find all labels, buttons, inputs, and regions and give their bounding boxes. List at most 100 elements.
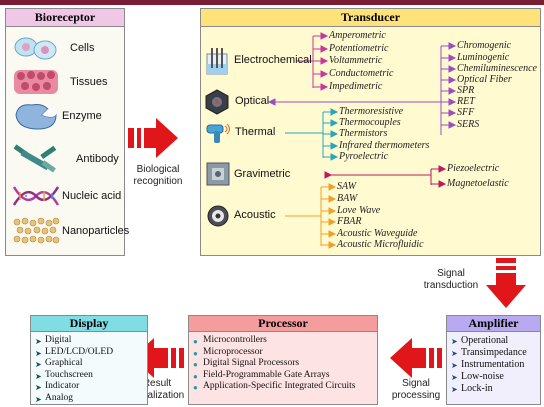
- list-item: ●Microprocessor: [193, 346, 263, 358]
- electrochemical-cell-icon: [206, 48, 228, 75]
- bullet-arrow-icon: ➤: [451, 349, 458, 358]
- list-item: ➤Analog: [35, 392, 73, 404]
- antibody-icon: [13, 144, 57, 173]
- method-thermocouples: Thermocouples: [339, 117, 401, 128]
- method-baw: BAW: [337, 193, 358, 204]
- bullet-circle-icon: ●: [193, 348, 198, 358]
- method-chemiluminescence: Chemiluminescence: [457, 63, 537, 74]
- bioreceptor-item-enzyme: Enzyme: [6, 99, 126, 133]
- category-optical: Optical: [235, 95, 270, 107]
- optical-sensor-icon: [205, 89, 229, 115]
- list-item: ●Microcontrollers: [193, 335, 267, 346]
- bullet-arrow-icon: ➤: [35, 348, 42, 358]
- method-love-wave: Love Wave: [337, 205, 381, 216]
- top-accent-bar: [0, 0, 544, 5]
- category-thermal: Thermal: [235, 126, 276, 138]
- list-item: ➤LED/LCD/OLED: [35, 346, 114, 358]
- bioreceptor-item-nucleic-acid: Nucleic acid: [6, 179, 126, 213]
- bullet-circle-icon: ●: [193, 337, 198, 346]
- method-acoustic-microfluidic: Acoustic Microfluidic: [337, 239, 424, 250]
- bullet-circle-icon: ●: [193, 371, 198, 381]
- list-item: ➤Touchscreen: [35, 369, 93, 381]
- method-chromogenic: Chromogenic: [457, 40, 512, 51]
- acoustic-sensor-icon: [207, 205, 229, 227]
- method-sers: SERS: [457, 119, 480, 130]
- method-spr: SPR: [457, 85, 475, 96]
- nanoparticles-icon: [13, 217, 60, 244]
- list-item: ●Field-Programmable Gate Arrays: [193, 369, 330, 381]
- processor-list: ●Microcontrollers ●Microprocessor ●Digit…: [193, 335, 355, 393]
- method-ret: RET: [457, 96, 475, 107]
- list-item: ➤Indicator: [35, 381, 80, 392]
- list-item: ●Digital Signal Processors: [193, 358, 300, 369]
- bullet-circle-icon: ●: [193, 383, 198, 392]
- signal-processing-arrow: [390, 338, 442, 378]
- thermometer-gun-icon: [206, 123, 230, 143]
- bioreceptor-label: Tissues: [70, 76, 108, 88]
- list-item: ➤Operational: [451, 335, 509, 346]
- bioreceptor-item-cells: Cells: [6, 31, 126, 65]
- bullet-arrow-icon: ➤: [35, 337, 42, 346]
- bullet-arrow-icon: ➤: [451, 361, 458, 370]
- tissues-icon: [14, 70, 58, 94]
- method-pyroelectric: Pyroelectric: [339, 151, 389, 162]
- processor-title: Processor: [189, 316, 377, 332]
- method-saw: SAW: [337, 181, 357, 192]
- list-item: ➤Lock-in: [451, 383, 493, 394]
- method-amperometric: Amperometric: [329, 30, 386, 41]
- bullet-arrow-icon: ➤: [35, 394, 42, 404]
- signal-transduction-arrow: [486, 258, 526, 308]
- method-piezoelectric: Piezoelectric: [447, 163, 500, 174]
- amplifier-list: ➤Operational ➤Transimpedance ➤Instrument…: [451, 335, 527, 395]
- bioreceptor-label: Enzyme: [62, 110, 102, 122]
- method-potentiometric: Potentiometric: [329, 43, 389, 54]
- category-acoustic: Acoustic: [234, 209, 276, 221]
- biological-recognition-arrow: [128, 118, 178, 158]
- method-magnetoelastic: Magnetoelastic: [447, 178, 509, 189]
- transducer-panel: Transducer: [200, 8, 541, 256]
- list-item: ➤Low-noise: [451, 371, 504, 382]
- list-item: ➤Transimpedance: [451, 347, 527, 358]
- method-fbar: FBAR: [337, 216, 362, 227]
- signal-transduction-label: Signal transduction: [423, 268, 479, 291]
- bioreceptor-item-tissues: Tissues: [6, 65, 126, 99]
- method-optical-fiber: Optical Fiber: [457, 74, 512, 85]
- bioreceptor-item-nanoparticles: Nanoparticles: [6, 214, 129, 248]
- bioreceptor-panel: Bioreceptor Cells Tissues Enzyme: [5, 8, 129, 256]
- amplifier-title: Amplifier: [447, 316, 540, 332]
- method-voltammetric: Voltammetric: [329, 55, 383, 66]
- result-visualization-label: Result visualization: [129, 378, 185, 401]
- biological-recognition-label: Biological recognition: [133, 164, 183, 187]
- bullet-arrow-icon: ➤: [451, 373, 458, 382]
- list-item: ➤Instrumentation: [451, 359, 525, 370]
- category-gravimetric: Gravimetric: [234, 168, 291, 180]
- bioreceptor-label: Antibody: [76, 153, 119, 165]
- bioreceptor-label: Nucleic acid: [62, 190, 122, 202]
- display-panel: Display ➤Digital ➤LED/LCD/OLED ➤Graphica…: [30, 315, 148, 405]
- category-electrochemical: Electrochemical: [234, 54, 312, 66]
- transducer-title: Transducer: [201, 9, 540, 27]
- method-thermoresistive: Thermoresistive: [339, 106, 404, 117]
- display-list: ➤Digital ➤LED/LCD/OLED ➤Graphical ➤Touch…: [35, 335, 113, 404]
- method-sff: SFF: [457, 107, 475, 118]
- method-thermistors: Thermistors: [339, 128, 388, 139]
- method-impedimetric: Impedimetric: [329, 81, 383, 92]
- bioreceptor-label: Cells: [70, 42, 95, 54]
- bullet-arrow-icon: ➤: [35, 360, 42, 369]
- bioreceptor-item-antibody: Antibody: [6, 142, 126, 176]
- bullet-arrow-icon: ➤: [35, 383, 42, 392]
- list-item: ➤Digital: [35, 335, 72, 346]
- bioreceptor-title: Bioreceptor: [6, 9, 124, 27]
- list-item: ●Application-Specific Integrated Circuit…: [193, 381, 356, 392]
- method-acoustic-waveguide: Acoustic Waveguide: [337, 228, 418, 239]
- method-infrared-thermometers: Infrared thermometers: [339, 140, 430, 151]
- processor-panel: Processor ●Microcontrollers ●Microproces…: [188, 315, 378, 405]
- signal-processing-label: Signal processing: [391, 378, 441, 401]
- method-conductometric: Conductometric: [329, 68, 394, 79]
- list-item: ➤Graphical: [35, 358, 83, 369]
- gravimetric-sensor-icon: [206, 162, 230, 186]
- dna-icon: [12, 186, 60, 206]
- display-title: Display: [31, 316, 147, 332]
- cells-icon: [14, 37, 57, 60]
- amplifier-panel: Amplifier ➤Operational ➤Transimpedance ➤…: [446, 315, 541, 405]
